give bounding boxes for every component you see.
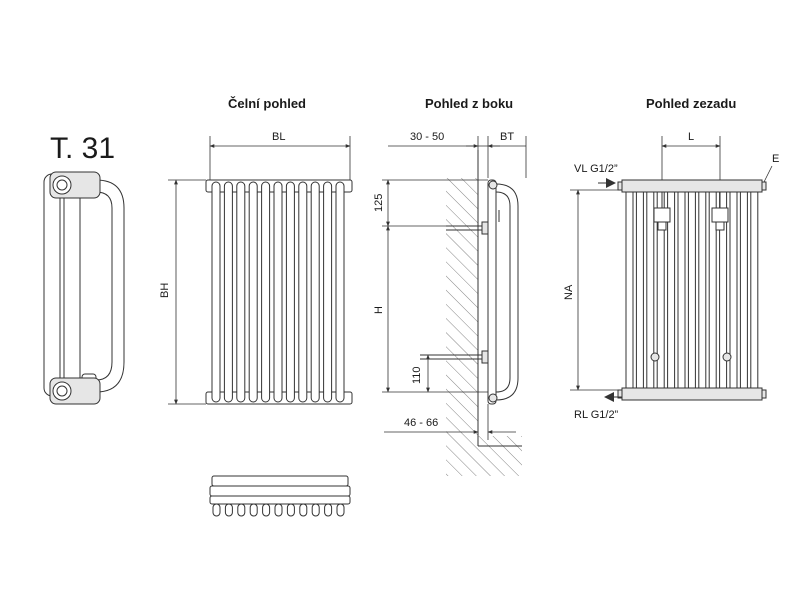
rear-tube	[656, 191, 665, 389]
dim-110-label: 110	[411, 366, 423, 384]
top-tube	[311, 503, 320, 517]
rl-label: RL G1/2”	[574, 409, 619, 421]
top-tube	[237, 503, 246, 517]
vl-label: VL G1/2”	[574, 163, 618, 175]
bl-label: BL	[272, 131, 285, 143]
front-tube	[211, 181, 221, 403]
rear-tube	[646, 191, 655, 389]
side-view	[382, 136, 527, 476]
rear-tube	[677, 191, 686, 389]
wall-gap-label: 30 - 50	[410, 131, 444, 143]
front-tube	[310, 181, 320, 403]
top-tube	[286, 503, 295, 517]
front-tube	[285, 181, 295, 403]
rear-tube	[667, 191, 676, 389]
front-tube	[323, 181, 333, 403]
front-tube	[335, 181, 345, 403]
h-label: H	[373, 306, 385, 314]
rear-tube	[687, 191, 696, 389]
front-tube	[223, 181, 233, 403]
top-tube	[274, 503, 283, 517]
top-view	[209, 475, 351, 517]
bt-label: BT	[500, 131, 514, 143]
top-tube	[299, 503, 308, 517]
na-label: NA	[563, 284, 575, 300]
top-tube	[249, 503, 258, 517]
rear-tube	[729, 191, 738, 389]
rear-tube	[698, 191, 707, 389]
top-tube	[212, 503, 221, 517]
front-tube	[248, 181, 258, 403]
top-tube	[324, 503, 333, 517]
bh-label: BH	[159, 283, 171, 298]
rear-tube	[708, 191, 717, 389]
radiator-perspective-icon	[43, 171, 125, 405]
rear-view-heading: Pohled zezadu	[646, 96, 736, 111]
rear-tube	[750, 191, 759, 389]
dim-125-label: 125	[373, 194, 385, 212]
front-tube	[261, 181, 271, 403]
top-tube	[262, 503, 271, 517]
rear-view	[570, 136, 773, 402]
front-view-heading: Čelní pohled	[228, 96, 306, 111]
front-view	[168, 136, 353, 405]
front-tube	[273, 181, 283, 403]
top-tube	[224, 503, 233, 517]
top-tube	[336, 503, 345, 517]
dim-46-66-label: 46 - 66	[404, 417, 438, 429]
rear-tube	[739, 191, 748, 389]
rear-tube	[635, 191, 644, 389]
rear-tube	[719, 191, 728, 389]
front-tube	[236, 181, 246, 403]
l-label: L	[688, 131, 694, 143]
e-label: E	[772, 153, 779, 165]
front-tube	[298, 181, 308, 403]
side-view-heading: Pohled z boku	[425, 96, 513, 111]
model-title: T. 31	[50, 132, 115, 165]
rear-tube	[625, 191, 634, 389]
